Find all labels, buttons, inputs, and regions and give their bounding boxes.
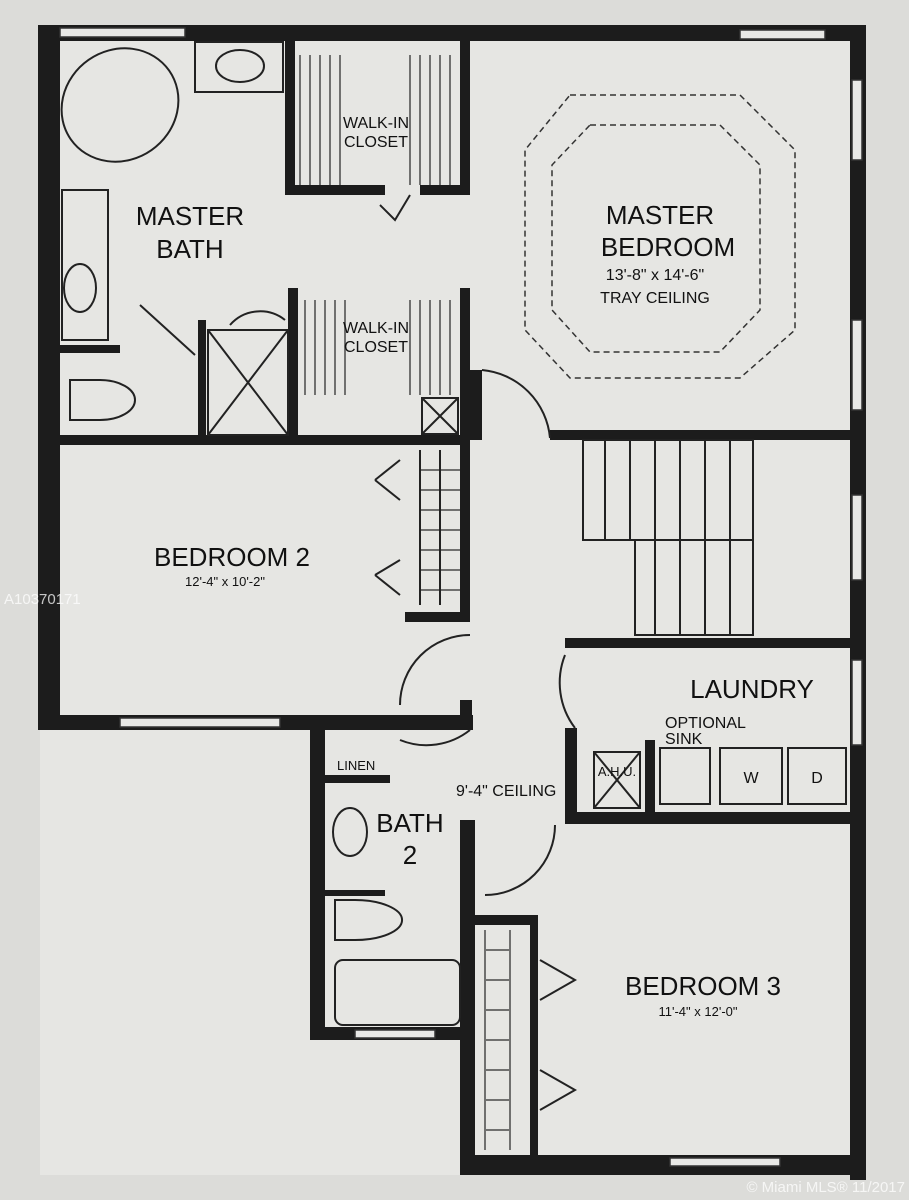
door-swing	[481, 369, 551, 439]
walk-in-closet-label: WALK-IN	[343, 320, 409, 337]
room-labels: MASTER BATH WALK-IN CLOSET WALK-IN CLOSE…	[136, 115, 823, 1019]
toilet-icon	[69, 379, 136, 421]
fixtures	[60, 41, 847, 1150]
sink-icon	[332, 807, 368, 857]
bathtub-icon	[60, 47, 180, 163]
walk-in-closet-label: WALK-IN	[343, 115, 409, 132]
sink-icon	[63, 263, 97, 313]
copyright-watermark: © Miami MLS® 11/2017	[746, 1179, 905, 1196]
master-bedroom-label: BEDROOM	[601, 232, 735, 262]
shower-icon	[207, 329, 289, 436]
bath-2-label: BATH	[376, 808, 443, 838]
hall-ceiling-note: 9'-4" CEILING	[456, 783, 556, 800]
master-bedroom-label: MASTER	[606, 200, 714, 230]
dryer-label: D	[811, 770, 823, 787]
laundry-label: LAUNDRY	[690, 674, 814, 704]
door-swing	[399, 729, 471, 747]
sink-icon	[215, 49, 265, 83]
washer-label: W	[743, 770, 759, 787]
walk-in-closet-label: CLOSET	[344, 339, 408, 356]
bedroom-2-label: BEDROOM 2	[154, 542, 310, 572]
stairs	[582, 439, 754, 636]
toilet-icon	[334, 899, 404, 941]
optional-sink-note: OPTIONAL	[665, 715, 746, 732]
exterior-walls	[38, 25, 866, 1180]
master-bedroom-size: 13'-8" x 14'-6"	[606, 267, 704, 284]
linen-label: LINEN	[337, 758, 375, 773]
door-swing	[399, 634, 471, 706]
bedroom-2-size: 12'-4" x 10'-2"	[185, 574, 265, 589]
interior-walls	[60, 40, 850, 1155]
master-bath-label: BATH	[156, 234, 223, 264]
bedroom-3-label: BEDROOM 3	[625, 971, 781, 1001]
master-bath-label: MASTER	[136, 201, 244, 231]
windows	[59, 27, 863, 1167]
door-swing	[484, 824, 556, 896]
bathtub-icon	[334, 959, 461, 1026]
walk-in-closet-label: CLOSET	[344, 134, 408, 151]
door-swing	[558, 654, 576, 729]
bedroom-3-size: 11'-4" x 12'-0"	[659, 1004, 738, 1019]
tray-ceiling-note: TRAY CEILING	[600, 290, 710, 307]
listing-id-watermark: A10370171	[4, 591, 81, 608]
plan-floor	[40, 25, 865, 1175]
optional-sink-note: SINK	[665, 731, 703, 748]
tray-ceiling-outline	[524, 94, 796, 379]
ahu-label: A.H.U.	[598, 764, 636, 779]
bath-2-label: 2	[403, 840, 417, 870]
